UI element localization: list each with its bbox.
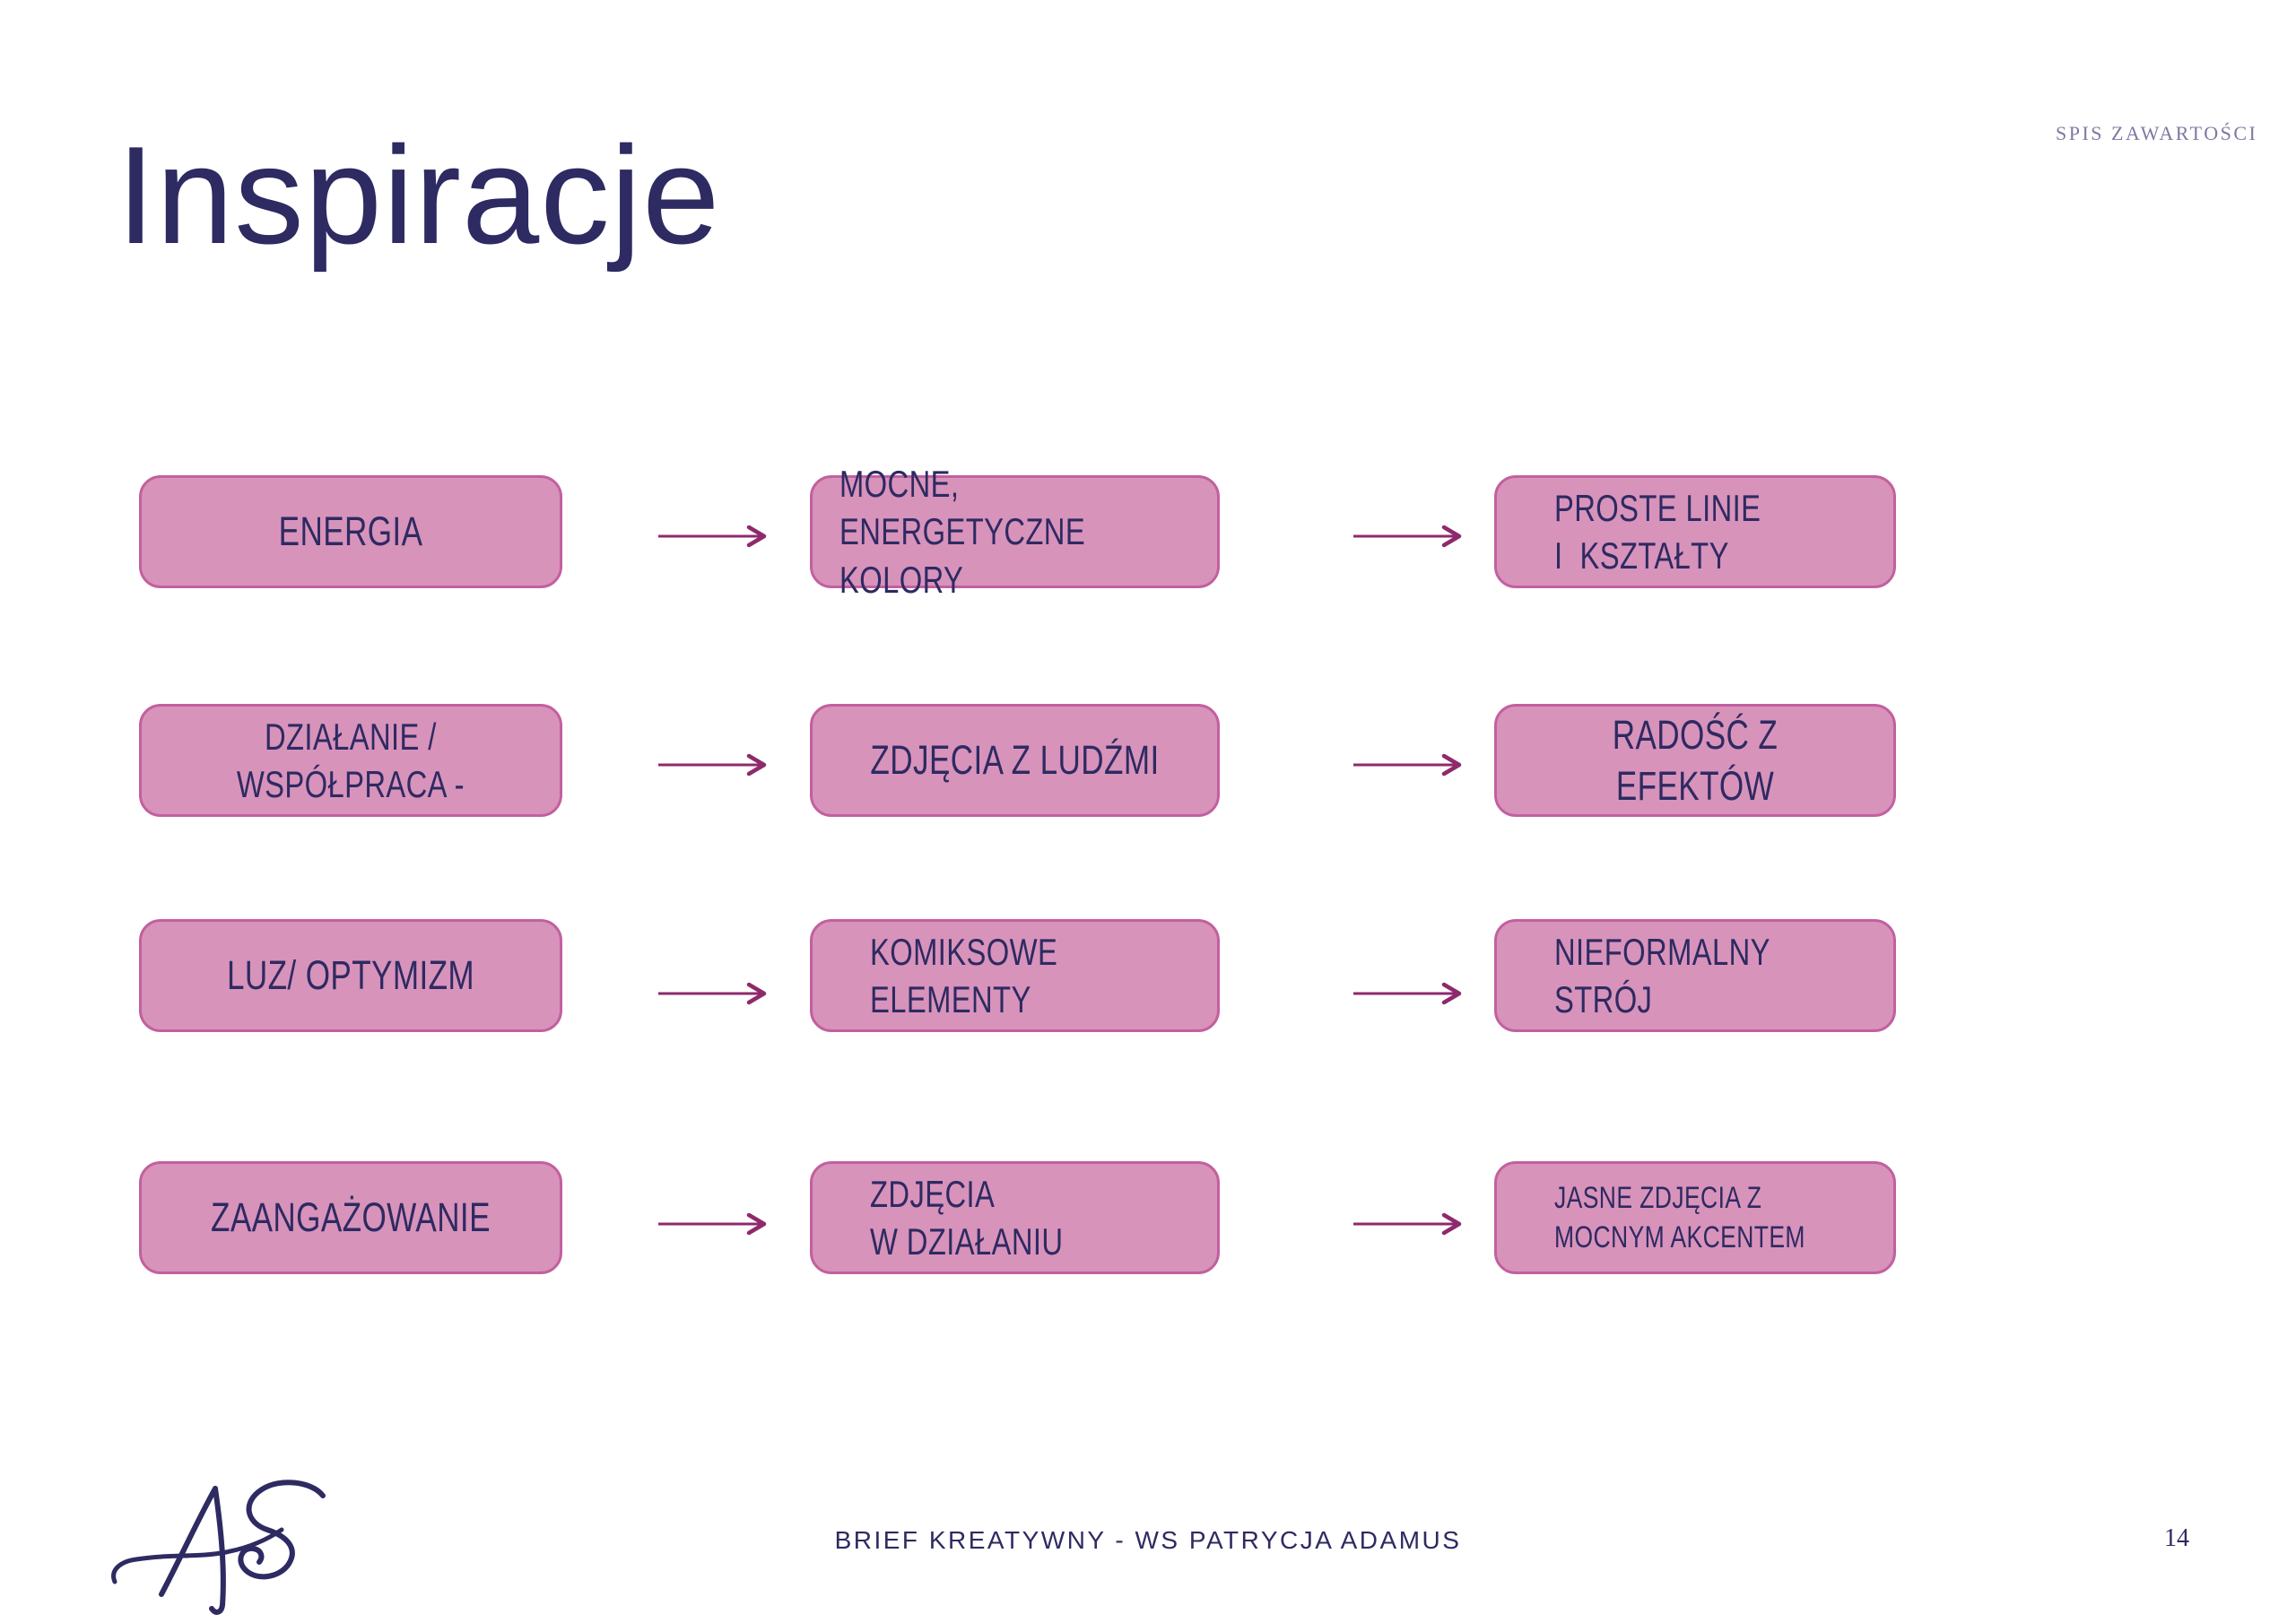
flow-arrow-icon — [1352, 982, 1466, 1005]
node-nieformalny-stroj: NIEFORMALNY STRÓJ — [1494, 919, 1896, 1032]
node-label: ENERGIA — [278, 508, 423, 555]
node-label: PROSTE LINIE I KSZTAŁTY — [1554, 486, 1761, 577]
page-number: 14 — [2164, 1524, 2189, 1552]
node-jasne-zdjecia-mocny-akcent: JASNE ZDJĘCIA Z MOCNYM AKCENTEM — [1494, 1161, 1896, 1274]
flow-arrow-icon — [1352, 753, 1466, 777]
node-label: ZDJĘCIA W DZIAŁANIU — [870, 1172, 1064, 1263]
flow-arrow-icon — [657, 753, 771, 777]
signature-logo — [104, 1469, 344, 1622]
flow-arrow-icon — [657, 1212, 771, 1236]
node-zdjecia-z-ludzmi: ZDJĘCIA Z LUDŹMI — [810, 704, 1220, 817]
node-label: JASNE ZDJĘCIA Z MOCNYM AKCENTEM — [1554, 1180, 1805, 1254]
node-proste-linie-ksztalty: PROSTE LINIE I KSZTAŁTY — [1494, 475, 1896, 588]
node-label: ZDJĘCIA Z LUDŹMI — [870, 737, 1160, 784]
node-radosc-z-efektow: RADOŚĆ Z EFEKTÓW — [1494, 704, 1896, 817]
node-luz-optymizm: LUZ/ OPTYMIZM — [139, 919, 562, 1032]
node-label: KOMIKSOWE ELEMENTY — [870, 930, 1058, 1020]
flow-arrow-icon — [1352, 525, 1466, 548]
node-zdjecia-w-dzialaniu: ZDJĘCIA W DZIAŁANIU — [810, 1161, 1220, 1274]
node-label: RADOŚĆ Z EFEKTÓW — [1612, 711, 1779, 809]
node-komiksowe-elementy: KOMIKSOWE ELEMENTY — [810, 919, 1220, 1032]
footer-caption: BRIEF KREATYWNY - WS PATRYCJA ADAMUS — [834, 1526, 1462, 1554]
node-mocne-energetyczne-kolory: MOCNE, ENERGETYCZNE KOLORY — [810, 463, 1220, 601]
page-title: Inspiracje — [117, 117, 721, 273]
flow-arrow-icon — [657, 525, 771, 548]
toc-link[interactable]: SPIS ZAWARTOŚCI — [2056, 122, 2258, 144]
node-energia: ENERGIA — [139, 475, 562, 588]
node-label: NIEFORMALNY STRÓJ — [1554, 930, 1770, 1020]
signature-as-icon — [111, 1480, 326, 1615]
flow-arrow-icon — [657, 982, 771, 1005]
node-label: LUZ/ OPTYMIZM — [226, 952, 475, 999]
node-zaangazowanie: ZAANGAŻOWANIE — [139, 1161, 562, 1274]
flow-arrow-icon — [1352, 1212, 1466, 1236]
node-dzialanie-wspolpraca: DZIAŁANIE / WSPÓŁPRACA - — [139, 704, 562, 817]
node-label: DZIAŁANIE / WSPÓŁPRACA - — [236, 715, 465, 805]
node-label: MOCNE, ENERGETYCZNE KOLORY — [839, 463, 1086, 601]
node-label: ZAANGAŻOWANIE — [211, 1194, 491, 1241]
